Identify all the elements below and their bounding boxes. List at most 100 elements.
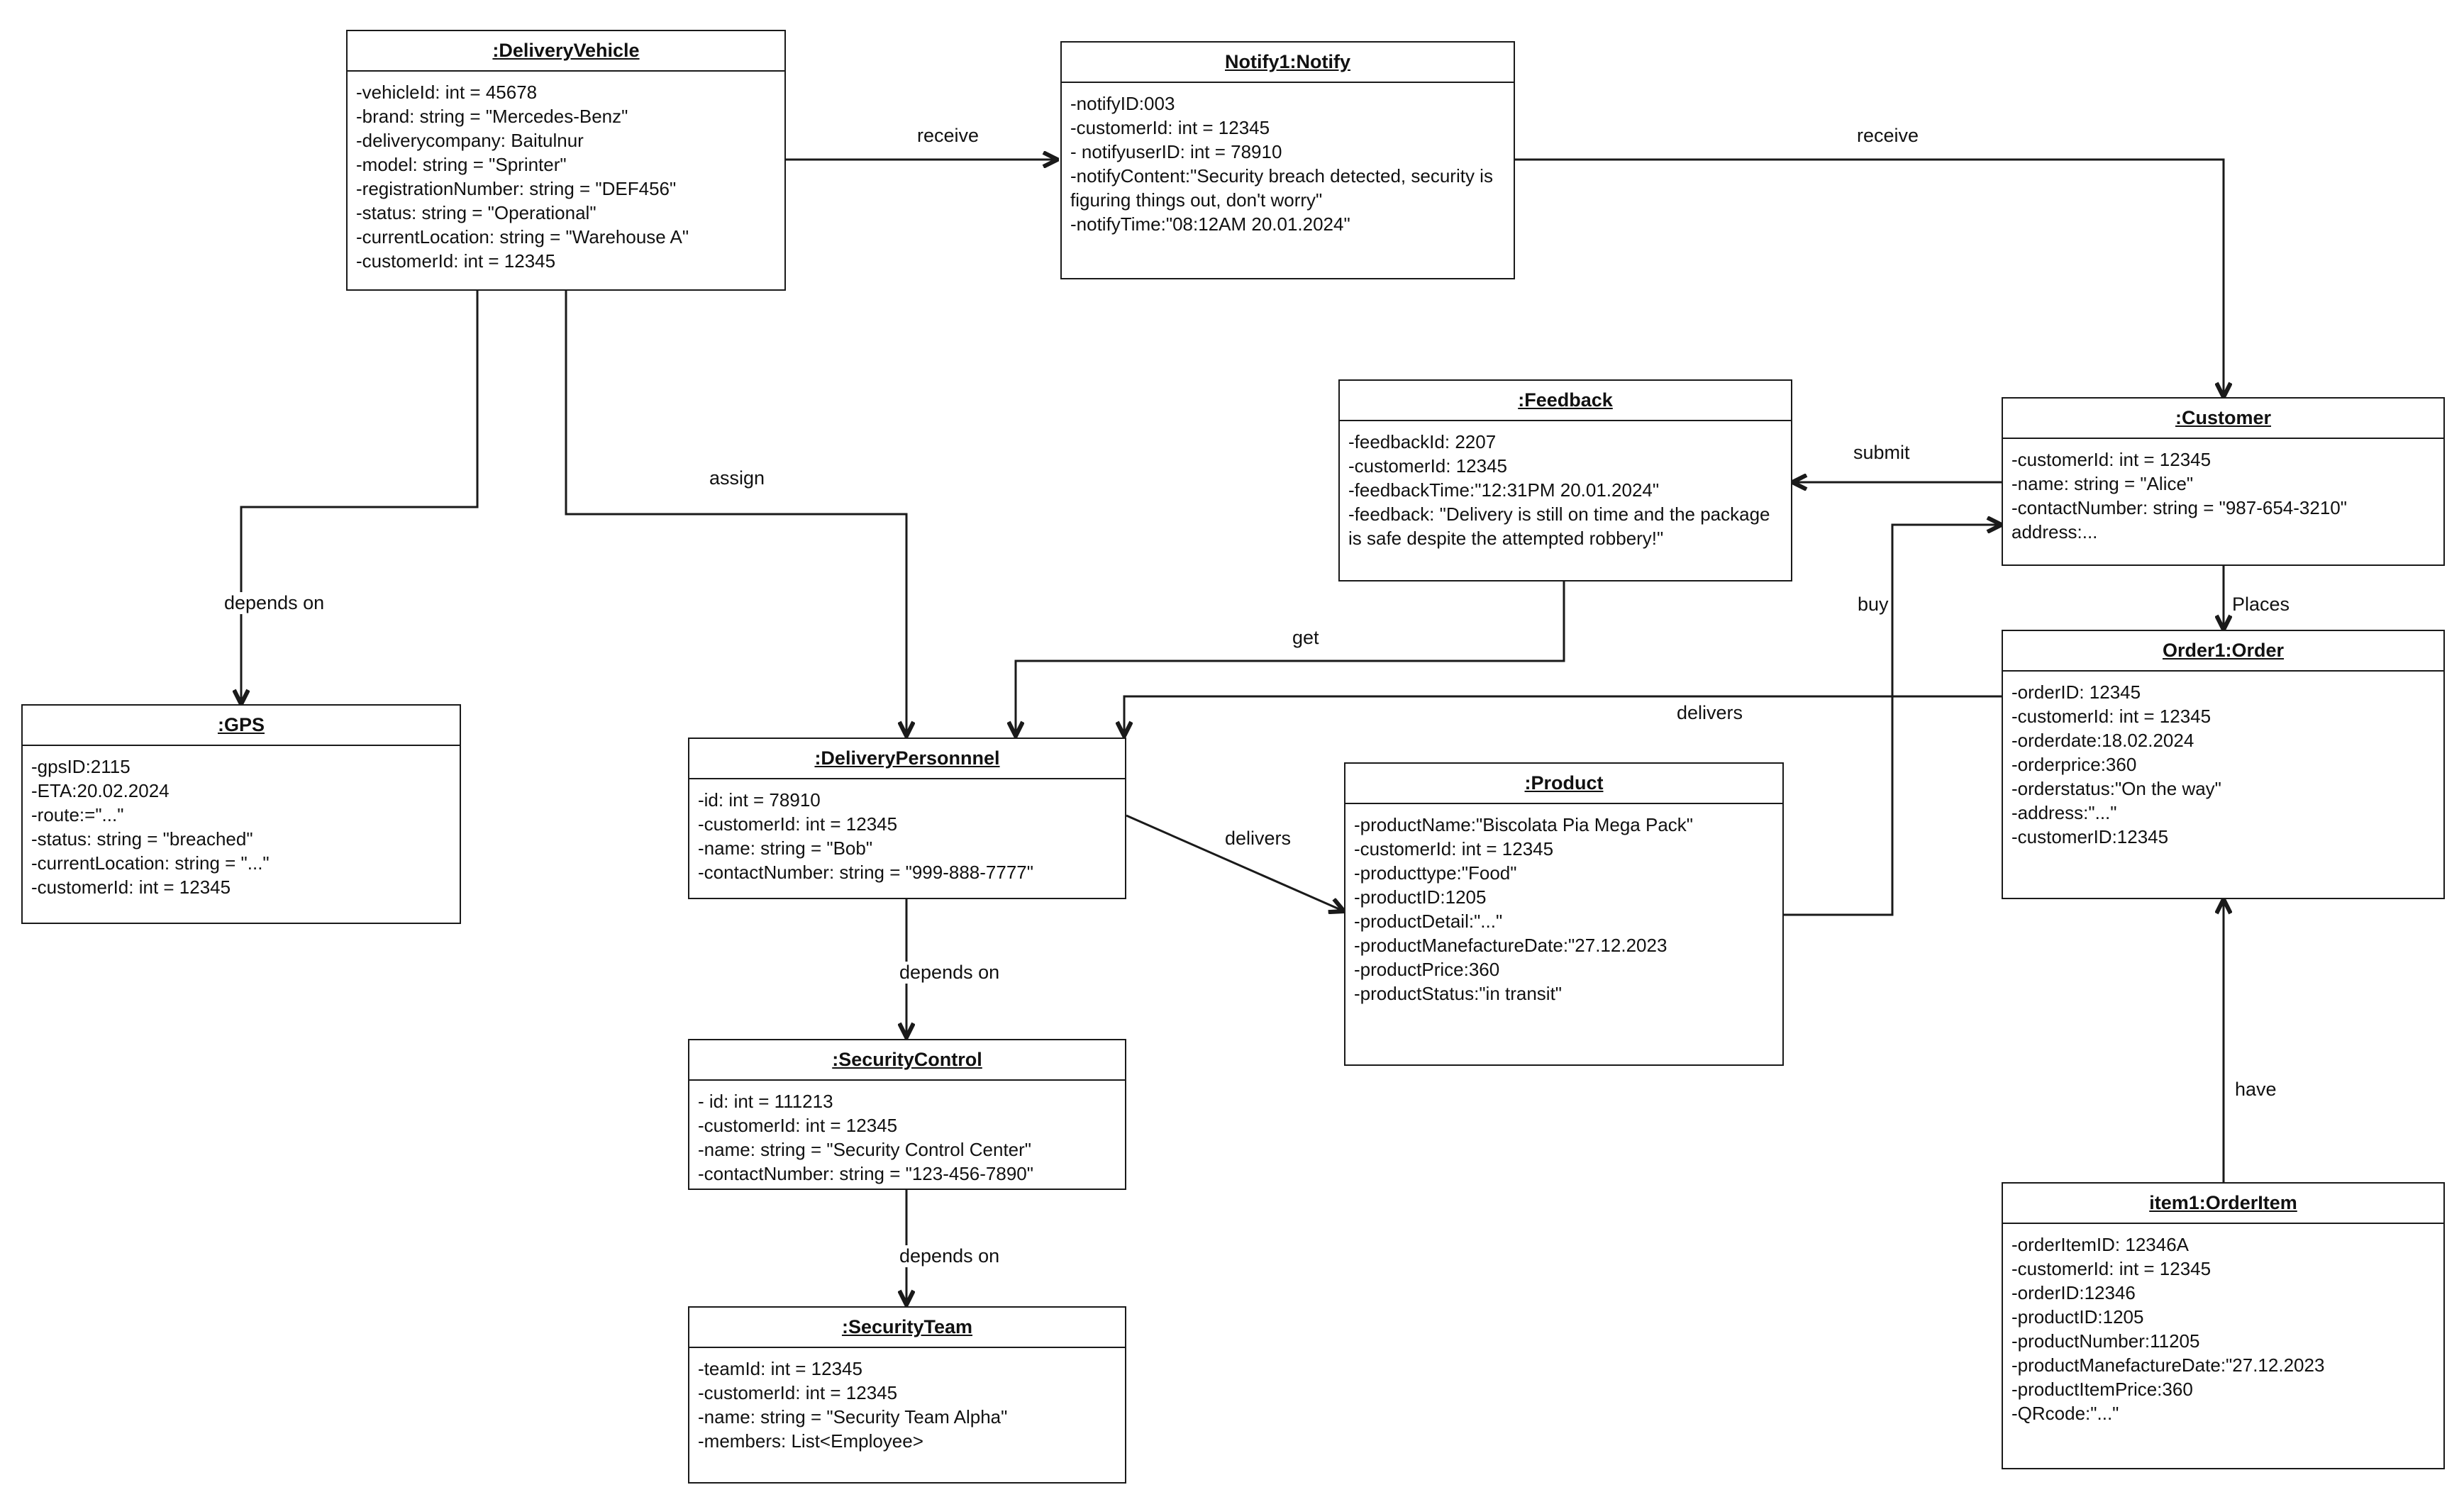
attribute: -vehicleId: int = 45678 [356, 82, 538, 103]
attribute: -productID:1205 [1354, 886, 1487, 908]
attribute: -productName:"Biscolata Pia Mega Pack" [1354, 814, 1694, 835]
attribute: -productManefactureDate:"27.12.2023 [2011, 1354, 2325, 1376]
gps-attributes: -gpsID:2115 -ETA:20.02.2024 -route:="...… [23, 746, 460, 899]
delivery-vehicle-object: :DeliveryVehicle -vehicleId: int = 45678… [346, 30, 786, 291]
label-depends-on-team: depends on [897, 1245, 1002, 1267]
delivery-vehicle-header: :DeliveryVehicle [348, 31, 784, 72]
attribute: -productStatus:"in transit" [1354, 983, 1563, 1004]
security-team-object: :SecurityTeam -teamId: int = 12345 -cust… [688, 1306, 1126, 1484]
label-have: have [2233, 1079, 2279, 1101]
attribute: -status: string = "breached" [31, 828, 253, 850]
attribute: -orderdate:18.02.2024 [2011, 730, 2194, 751]
security-team-title: :SecurityTeam [841, 1316, 973, 1337]
attribute: -name: string = "Security Team Alpha" [698, 1406, 1008, 1428]
attribute: -customerId: int = 12345 [698, 813, 898, 835]
security-team-attributes: -teamId: int = 12345 -customerId: int = … [689, 1348, 1125, 1453]
customer-attributes: -customerId: int = 12345 -name: string =… [2003, 439, 2443, 544]
attribute: -route:="..." [31, 804, 124, 825]
attribute: -customerId: int = 12345 [31, 877, 231, 898]
order-item-title: item1:OrderItem [2149, 1192, 2297, 1213]
edge-product-customer [1784, 525, 2002, 916]
attribute: -productDetail:"..." [1354, 911, 1503, 932]
attribute: -notifyTime:"08:12AM 20.01.2024" [1070, 213, 1350, 235]
gps-title: :GPS [217, 714, 265, 735]
attribute: -deliverycompany: Baitulnur [356, 130, 584, 151]
attribute: -customerId: int = 12345 [2011, 706, 2212, 727]
attribute: -customerId: int = 12345 [698, 1382, 898, 1403]
attribute: -productItemPrice:360 [2011, 1379, 2193, 1400]
attribute: -teamId: int = 12345 [698, 1358, 862, 1379]
label-buy: buy [1855, 594, 1891, 616]
attribute: -name: string = "Security Control Center… [698, 1139, 1032, 1160]
label-receive-notify: receive [915, 125, 982, 147]
attribute: -productPrice:360 [1354, 959, 1500, 980]
attribute: -customerId: int = 12345 [2011, 449, 2212, 470]
attribute: -productID:1205 [2011, 1306, 2144, 1328]
customer-header: :Customer [2003, 399, 2443, 439]
customer-title: :Customer [2175, 407, 2271, 428]
attribute: address:... [2011, 521, 2098, 542]
attribute: -orderItemID: 12346A [2011, 1234, 2190, 1255]
attribute: -customerId: 12345 [1348, 455, 1508, 477]
attribute: -customerId: int = 12345 [2011, 1258, 2212, 1279]
attribute: -address:"..." [2011, 802, 2117, 823]
attribute: -feedback: "Delivery is still on time an… [1348, 503, 1770, 549]
attribute: -productNumber:11205 [2011, 1330, 2200, 1352]
delivery-personnel-object: :DeliveryPersonnnel -id: int = 78910 -cu… [688, 738, 1126, 899]
feedback-header: :Feedback [1340, 381, 1791, 421]
attribute: -notifyContent:"Security breach detected… [1070, 165, 1493, 211]
edge-order-personnel [1124, 695, 2002, 736]
attribute: -name: string = "Bob" [698, 837, 873, 859]
product-attributes: -productName:"Biscolata Pia Mega Pack" -… [1345, 804, 1782, 1006]
attribute: -id: int = 78910 [698, 789, 821, 811]
attribute: -brand: string = "Mercedes-Benz" [356, 106, 628, 127]
attribute: -producttype:"Food" [1354, 862, 1517, 884]
delivery-personnel-attributes: -id: int = 78910 -customerId: int = 1234… [689, 779, 1125, 884]
order-item-attributes: -orderItemID: 12346A -customerId: int = … [2003, 1224, 2443, 1425]
attribute: -currentLocation: string = "..." [31, 852, 270, 874]
delivery-personnel-title: :DeliveryPersonnnel [814, 747, 1000, 769]
edge-personnel-product [1126, 814, 1344, 911]
security-control-header: :SecurityControl [689, 1040, 1125, 1081]
product-title: :Product [1524, 772, 1604, 794]
edge-vehicle-gps [241, 291, 479, 704]
gps-header: :GPS [23, 706, 460, 746]
label-assign: assign [707, 467, 767, 489]
attribute: -registrationNumber: string = "DEF456" [356, 178, 677, 199]
label-receive-customer: receive [1855, 125, 1921, 147]
delivery-vehicle-attributes: -vehicleId: int = 45678 -brand: string =… [348, 72, 784, 273]
edge-notify-customer [1515, 158, 2224, 397]
attribute: -contactNumber: string = "987-654-3210" [2011, 497, 2347, 518]
feedback-title: :Feedback [1518, 389, 1613, 411]
attribute: -model: string = "Sprinter" [356, 154, 567, 175]
order-object: Order1:Order -orderID: 12345 -customerId… [2002, 630, 2445, 899]
feedback-object: :Feedback -feedbackId: 2207 -customerId:… [1338, 379, 1792, 581]
attribute: -contactNumber: string = "999-888-7777" [698, 862, 1033, 883]
attribute: -orderID:12346 [2011, 1282, 2136, 1303]
label-submit: submit [1851, 442, 1912, 464]
gps-object: :GPS -gpsID:2115 -ETA:20.02.2024 -route:… [21, 704, 461, 924]
product-object: :Product -productName:"Biscolata Pia Meg… [1344, 762, 1784, 1066]
attribute: -QRcode:"..." [2011, 1403, 2119, 1424]
security-control-attributes: - id: int = 111213 -customerId: int = 12… [689, 1081, 1125, 1186]
attribute: -customerId: int = 12345 [1354, 838, 1554, 859]
attribute: -currentLocation: string = "Warehouse A" [356, 226, 689, 247]
attribute: -orderID: 12345 [2011, 681, 2141, 703]
attribute: -status: string = "Operational" [356, 202, 596, 223]
notify-title: Notify1:Notify [1225, 51, 1350, 72]
edge-feedback-personnel [1016, 581, 1565, 736]
attribute: -orderprice:360 [2011, 754, 2137, 775]
attribute: -customerId: int = 12345 [1070, 117, 1270, 138]
order-item-object: item1:OrderItem -orderItemID: 12346A -cu… [2002, 1182, 2445, 1469]
security-control-title: :SecurityControl [832, 1049, 982, 1070]
delivery-personnel-header: :DeliveryPersonnnel [689, 739, 1125, 779]
security-control-object: :SecurityControl - id: int = 111213 -cus… [688, 1039, 1126, 1190]
customer-object: :Customer -customerId: int = 12345 -name… [2002, 397, 2445, 566]
attribute: -contactNumber: string = "123-456-7890" [698, 1163, 1033, 1184]
attribute: -feedbackId: 2207 [1348, 431, 1497, 452]
label-delivers-product: delivers [1223, 828, 1294, 850]
attribute: -name: string = "Alice" [2011, 473, 2194, 494]
order-header: Order1:Order [2003, 631, 2443, 672]
attribute: -customerID:12345 [2011, 826, 2169, 847]
